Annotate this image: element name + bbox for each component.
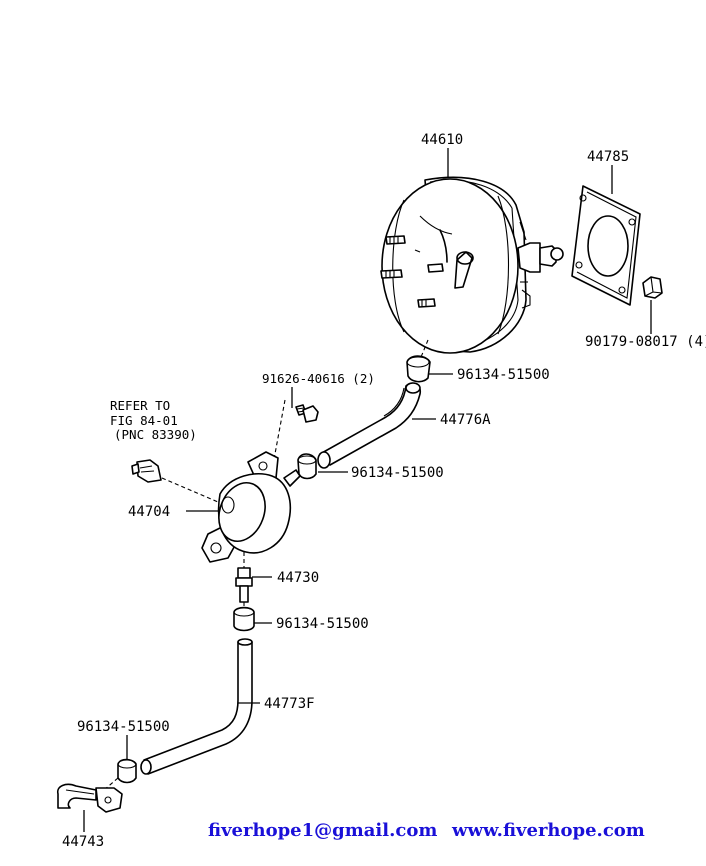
clamp-lower	[233, 602, 255, 632]
leader-lines	[83, 148, 652, 832]
label-refer-line3: (PNC 83390)	[114, 427, 197, 442]
clamp-bottom	[103, 758, 137, 791]
label-booster: 44610	[421, 132, 463, 148]
label-gasket: 44785	[587, 149, 629, 165]
label-hose-upper: 44776A	[440, 412, 491, 428]
flange-nut	[642, 276, 663, 299]
label-union: 44730	[277, 570, 319, 586]
label-hose-lower: 44773F	[264, 696, 315, 712]
clamp-mid	[297, 453, 317, 480]
label-refer-line2: FIG 84-01	[110, 413, 178, 428]
label-clamp-mid: 96134-51500	[351, 465, 444, 481]
vacuum-sensor	[131, 459, 219, 503]
label-nut: 90179-08017 (4)	[585, 334, 706, 350]
vacuum-pump	[201, 451, 301, 563]
hose-upper	[317, 382, 422, 469]
bolt	[271, 399, 319, 471]
label-clamp-top: 96134-51500	[457, 367, 550, 383]
label-refer-line1: REFER TO	[110, 398, 170, 413]
label-bolt: 91626-40616 (2)	[262, 371, 375, 386]
label-clamp-bottom: 96134-51500	[77, 719, 170, 735]
union-fitting	[235, 552, 253, 603]
hose-lower	[140, 638, 253, 775]
label-pump: 44704	[128, 504, 170, 520]
label-pipe: 44743	[62, 834, 104, 850]
watermark-email: fiverhope1@gmail.com	[208, 820, 437, 841]
brake-booster	[380, 176, 564, 363]
watermark-website: www.fiverhope.com	[451, 820, 645, 841]
gasket-plate	[571, 185, 641, 306]
label-clamp-lower: 96134-51500	[276, 616, 369, 632]
clamp-top	[406, 355, 431, 383]
pipe-fitting	[56, 783, 123, 813]
